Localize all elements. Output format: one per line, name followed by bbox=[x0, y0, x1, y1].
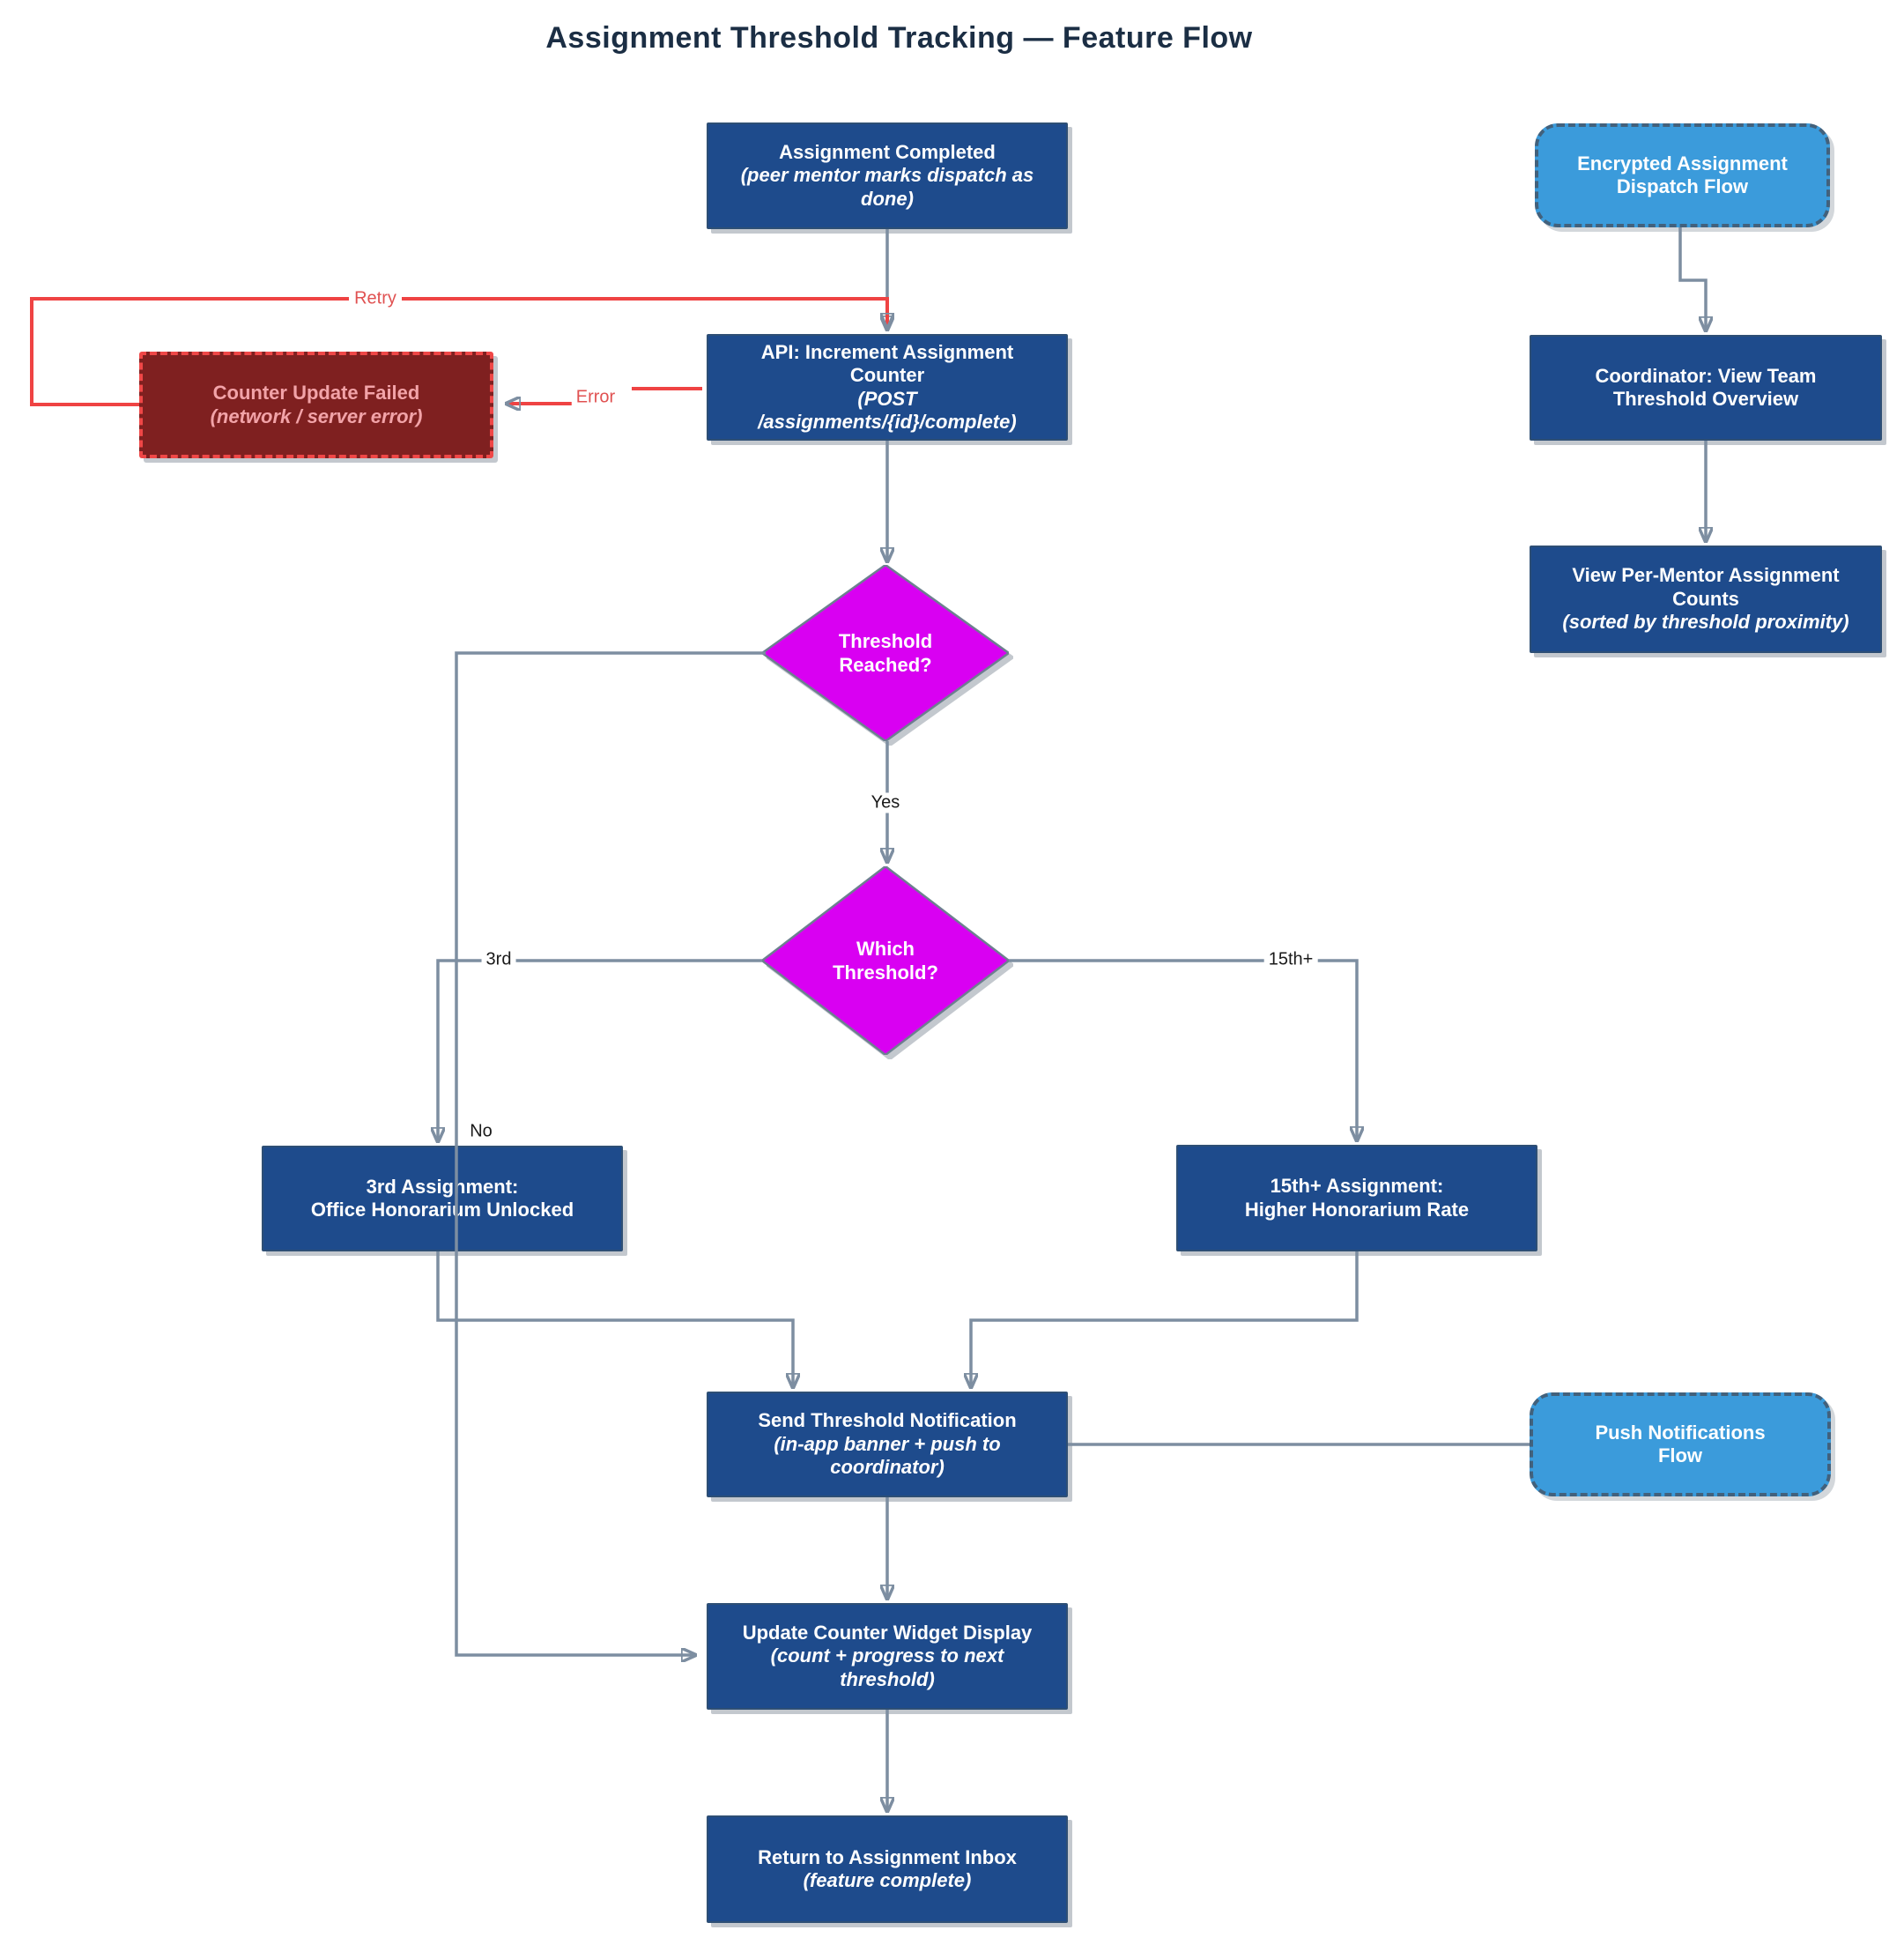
node-counter-update-failed: Counter Update Failed (network / server … bbox=[139, 352, 493, 458]
node-sublabel: (feature complete) bbox=[803, 1869, 972, 1891]
edge-15th-branch bbox=[1009, 959, 1357, 1140]
node-label: Assignment Completed bbox=[779, 140, 996, 163]
node-return-to-assignment-inbox: Return to Assignment Inbox (feature comp… bbox=[707, 1815, 1068, 1923]
node-label: Push Notifications Flow bbox=[1595, 1421, 1766, 1466]
node-api-increment-counter: API: Increment Assignment Counter (POST … bbox=[707, 334, 1068, 441]
node-label: 15th+ Assignment: Higher Honorarium Rate bbox=[1244, 1175, 1470, 1221]
decision-which-threshold: Which Threshold? bbox=[759, 865, 1011, 1057]
node-assignment-completed: Assignment Completed (peer mentor marks … bbox=[707, 122, 1068, 229]
edge-label-yes: Yes bbox=[866, 792, 905, 813]
node-sublabel: (network / server error) bbox=[210, 405, 423, 427]
node-sublabel: (count + progress to next threshold) bbox=[770, 1644, 1004, 1690]
node-label: 3rd Assignment: Office Honorarium Unlock… bbox=[310, 1175, 574, 1221]
decision-label: Which Threshold? bbox=[833, 937, 938, 984]
node-3rd-assignment: 3rd Assignment: Office Honorarium Unlock… bbox=[262, 1146, 623, 1251]
node-15th-assignment: 15th+ Assignment: Higher Honorarium Rate bbox=[1176, 1145, 1537, 1251]
node-send-threshold-notification: Send Threshold Notification (in-app bann… bbox=[707, 1392, 1068, 1497]
node-sublabel: (in-app banner + push to coordinator) bbox=[774, 1432, 1001, 1479]
node-label: View Per-Mentor Assignment Counts bbox=[1572, 564, 1840, 610]
node-update-counter-widget: Update Counter Widget Display (count + p… bbox=[707, 1603, 1068, 1710]
edge-3rd-branch bbox=[438, 959, 762, 1140]
edge-label-no: No bbox=[465, 1121, 497, 1142]
node-encrypted-assignment-dispatch-flow: Encrypted Assignment Dispatch Flow bbox=[1535, 123, 1830, 227]
decision-threshold-reached: Threshold Reached? bbox=[759, 563, 1011, 743]
diagram-title: Assignment Threshold Tracking — Feature … bbox=[545, 21, 1253, 55]
node-sublabel: (sorted by threshold proximity) bbox=[1562, 611, 1849, 634]
node-label: Return to Assignment Inbox bbox=[758, 1845, 1017, 1868]
node-label: Send Threshold Notification bbox=[758, 1409, 1017, 1432]
node-label: Counter Update Failed bbox=[212, 382, 420, 405]
edge-label-retry: Retry bbox=[350, 288, 401, 309]
edge-3rd-to-notification bbox=[436, 1251, 793, 1386]
node-label: Coordinator: View Team Threshold Overvie… bbox=[1595, 364, 1817, 410]
node-label: API: Increment Assignment Counter bbox=[760, 340, 1014, 387]
decision-label: Threshold Reached? bbox=[838, 629, 933, 677]
edge-label-3rd: 3rd bbox=[481, 949, 516, 970]
node-view-per-mentor-counts: View Per-Mentor Assignment Counts (sorte… bbox=[1530, 546, 1882, 653]
node-sublabel: (peer mentor marks dispatch as done) bbox=[740, 164, 1034, 210]
node-coordinator-threshold-overview: Coordinator: View Team Threshold Overvie… bbox=[1530, 335, 1882, 441]
node-label: Update Counter Widget Display bbox=[742, 1621, 1033, 1644]
edge-retry-segment-2 bbox=[402, 297, 887, 326]
edge-dispatch-to-coordinator bbox=[1678, 227, 1706, 330]
edge-label-error: Error bbox=[571, 387, 620, 408]
edge-label-15th: 15th+ bbox=[1263, 949, 1318, 970]
node-sublabel: (POST /assignments/{id}/complete) bbox=[758, 387, 1017, 433]
node-push-notifications-flow: Push Notifications Flow bbox=[1530, 1392, 1831, 1496]
edge-15th-to-notification bbox=[971, 1251, 1359, 1386]
node-label: Encrypted Assignment Dispatch Flow bbox=[1577, 152, 1788, 197]
